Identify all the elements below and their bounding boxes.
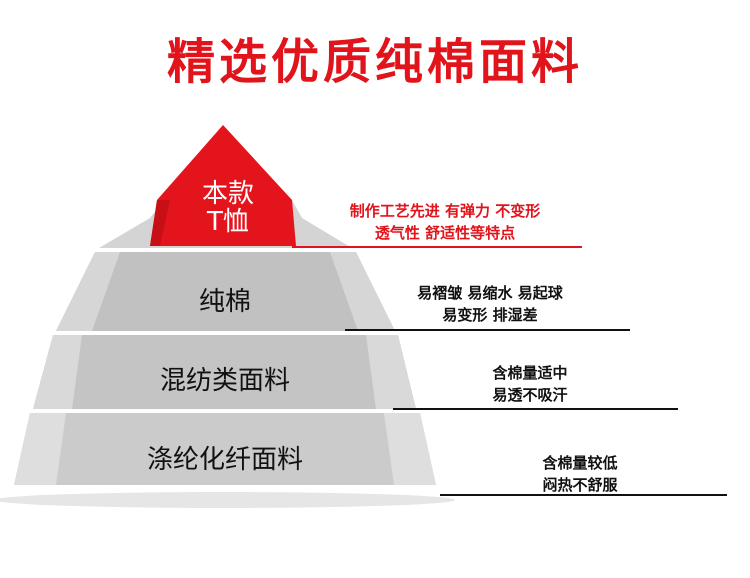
- tier-4-leader-line: [440, 494, 727, 496]
- tier-3-shape: [33, 335, 416, 409]
- tier-4-shape: [14, 413, 436, 485]
- tier-1-description: 制作工艺先进 有弹力 不变形 透气性 舒适性等特点: [305, 200, 585, 244]
- tier-3-description: 含棉量适中 易透不吸汗: [455, 362, 605, 406]
- tier-3-label: 混纺类面料: [159, 366, 290, 396]
- tier-2-desc-line2: 易变形 排湿差: [442, 306, 538, 324]
- tier-1-label-line2: T恤: [207, 207, 249, 237]
- tier-4-label: 涤纶化纤面料: [146, 445, 303, 475]
- tier-4-desc-line2: 闷热不舒服: [542, 476, 618, 494]
- tier-3-left-face: [33, 335, 82, 409]
- tier-3-right-face: [366, 335, 416, 409]
- tier-2-left-face: [56, 252, 120, 331]
- tier-4-right-face: [384, 413, 436, 485]
- tier-2-label: 纯棉: [198, 287, 251, 317]
- tier-4-desc-line1: 含棉量较低: [542, 454, 618, 472]
- tier-1-left-edge: [150, 200, 170, 246]
- tier-1-leader-line: [292, 246, 582, 248]
- tier-2-right-face: [330, 252, 395, 331]
- pyramid-shadow: [0, 492, 455, 508]
- tier-2-leader-line: [345, 329, 630, 331]
- tier-2-description: 易褶皱 易缩水 易起球 易变形 排湿差: [375, 282, 605, 326]
- page-title: 精选优质纯棉面料: [166, 34, 583, 90]
- tier-1-shape: [150, 125, 296, 246]
- tier-1-desc-line1: 制作工艺先进 有弹力 不变形: [349, 202, 541, 220]
- tier-3-desc-line2: 易透不吸汗: [492, 386, 568, 404]
- tier-2-desc-line1: 易褶皱 易缩水 易起球: [417, 284, 563, 302]
- tier-1-label: 本款 T恤: [178, 180, 278, 236]
- tier-3-leader-line: [393, 408, 678, 410]
- tier-4-description: 含棉量较低 闷热不舒服: [505, 452, 655, 496]
- tier-4-left-face: [14, 413, 66, 485]
- tier-3-desc-line1: 含棉量适中: [492, 364, 568, 382]
- tier-2-shape: [56, 252, 395, 331]
- tier-1-label-line1: 本款: [201, 179, 254, 209]
- tier-1-desc-line2: 透气性 舒适性等特点: [374, 224, 516, 242]
